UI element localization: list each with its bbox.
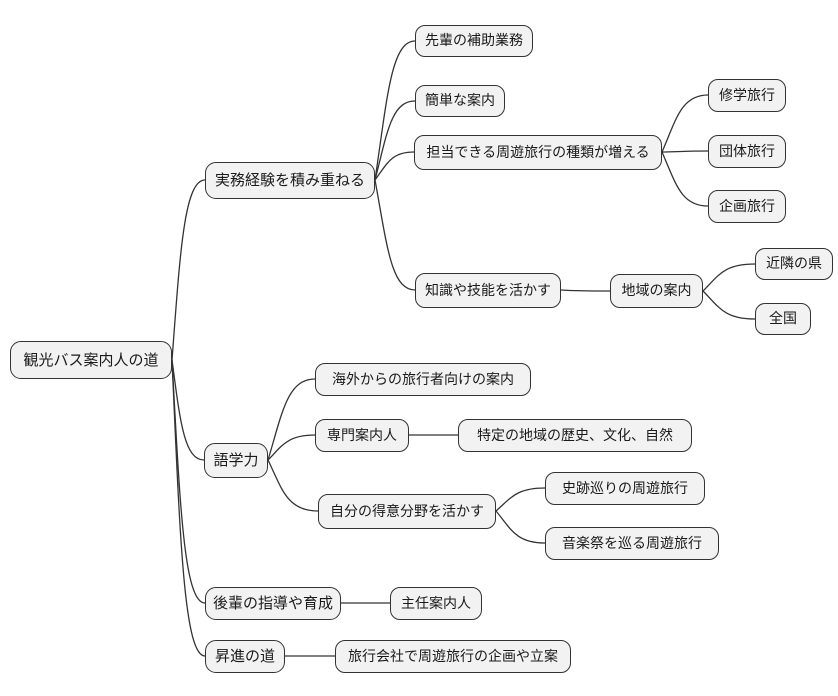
- edge-practical-simple-guidance: [374, 100, 416, 181]
- edge-more-tour-types-school-trips: [661, 94, 709, 153]
- node-overseas-visitors: 海外からの旅行者向けの案内: [315, 363, 531, 396]
- node-use-knowledge: 知識や技能を活かす: [415, 273, 561, 308]
- node-historic-site-tours: 史跡巡りの周遊旅行: [545, 472, 705, 505]
- node-nationwide: 全国: [755, 303, 811, 335]
- node-travel-agency-planning: 旅行会社で周遊旅行の企画や立案: [335, 640, 571, 673]
- node-planned-trips: 企画旅行: [708, 190, 786, 223]
- node-promotion-path: 昇進の道: [205, 640, 285, 673]
- edge-practical-use-knowledge: [374, 179, 416, 291]
- node-more-tour-types: 担当できる周遊旅行の種類が増える: [414, 135, 662, 170]
- node-root: 観光バス案内人の道: [10, 341, 172, 379]
- edge-more-tour-types-group-trips: [661, 150, 709, 153]
- edge-regional-guidance-nationwide: [702, 290, 756, 320]
- edge-root-promotion-path: [171, 359, 206, 657]
- edge-language-skills-overseas-visitors: [267, 378, 316, 461]
- node-region-history-culture-nature: 特定の地域の歴史、文化、自然: [458, 419, 692, 452]
- edge-root-practical: [171, 179, 206, 361]
- node-specialist-guide: 専門案内人: [315, 419, 409, 452]
- node-practical: 実務経験を積み重ねる: [205, 162, 375, 199]
- edge-root-language-skills: [171, 359, 205, 461]
- node-school-trips: 修学旅行: [708, 79, 786, 112]
- node-simple-guidance: 簡単な案内: [415, 85, 505, 117]
- node-neighboring-prefectures: 近隣の県: [755, 248, 833, 280]
- edge-practical-assist-seniors: [374, 40, 416, 181]
- edge-practical-more-tour-types: [374, 151, 415, 181]
- edge-use-specialty-historic-site-tours: [495, 487, 546, 512]
- edge-regional-guidance-neighboring-prefectures: [702, 263, 756, 292]
- node-language-skills: 語学力: [204, 443, 268, 478]
- edge-more-tour-types-planned-trips: [661, 151, 709, 207]
- edge-use-specialty-music-festival-tours: [495, 510, 546, 544]
- node-use-specialty: 自分の得意分野を活かす: [318, 494, 496, 529]
- node-regional-guidance: 地域の案内: [610, 274, 703, 308]
- node-group-trips: 団体旅行: [708, 135, 786, 168]
- node-music-festival-tours: 音楽祭を巡る周遊旅行: [545, 527, 719, 560]
- edge-language-skills-use-specialty: [267, 459, 319, 512]
- node-assist-seniors: 先輩の補助業務: [415, 25, 533, 57]
- edge-language-skills-specialist-guide: [267, 434, 316, 461]
- edge-root-mentoring-juniors: [171, 359, 206, 604]
- node-chief-guide: 主任案内人: [390, 587, 482, 620]
- edge-use-knowledge-regional-guidance: [560, 289, 611, 292]
- node-mentoring-juniors: 後輩の指導や育成: [205, 587, 341, 620]
